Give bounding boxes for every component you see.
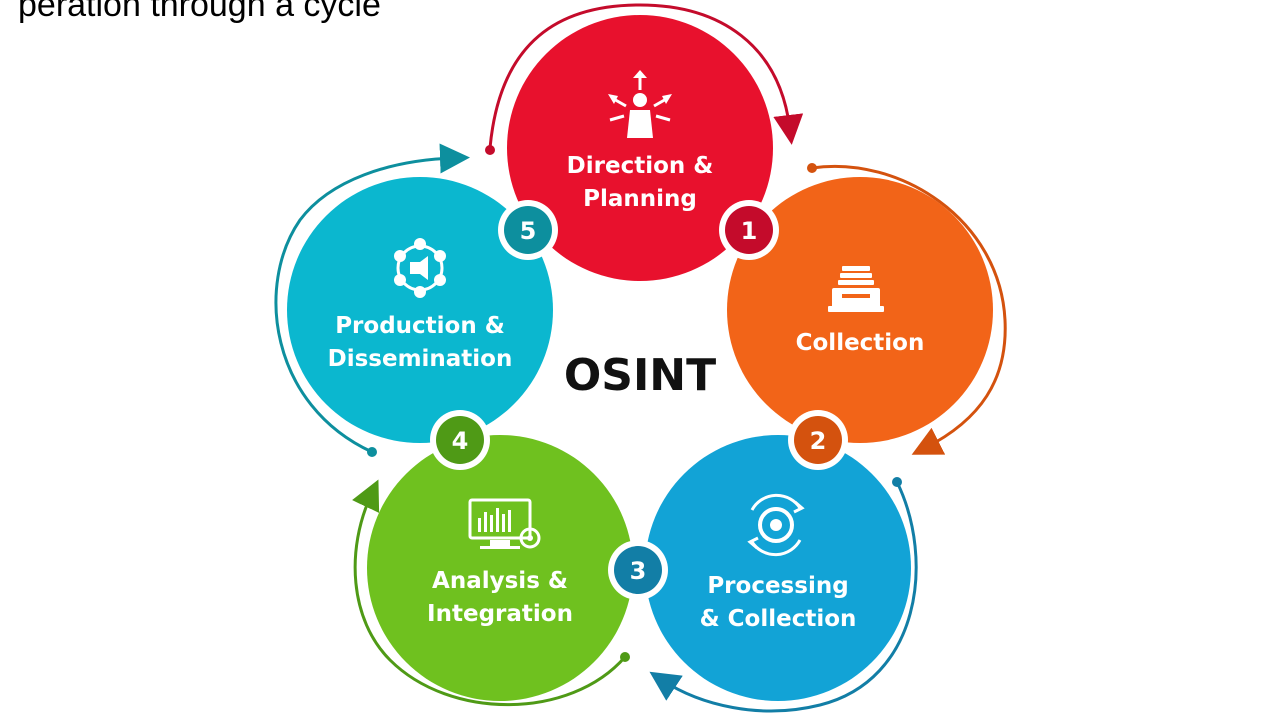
arc-direction-to-collection [488,3,804,149]
stage-label-5-line1: Production & [335,313,505,339]
stage-circle-1 [507,15,773,281]
badge-1 [725,206,773,254]
arc-analysis-to-production [352,479,627,707]
stage-label-1-line1: Direction & [566,153,714,179]
center-title: OSINT [563,350,717,401]
stage-circle-5 [287,177,553,443]
cycle-arrows [274,3,1007,713]
monitor-analytics-icon [468,498,541,549]
badge-number-3: 3 [630,557,647,585]
cropped-heading-text: peration through a cycle [18,0,381,24]
stage-label-3: Processing & Collection [658,570,898,636]
stage-label-1: Direction & Planning [520,150,760,216]
stage-label-5: Production & Dissemination [300,310,540,376]
arc-start-dot-1 [485,145,495,155]
badge-4 [436,416,484,464]
stage-label-4-line1: Analysis & [432,568,568,594]
stage-label-4-line2: Integration [427,601,573,627]
stage-label-3-line2: & Collection [699,606,857,632]
badge-number-4: 4 [452,427,469,455]
badge-number-1: 1 [741,217,758,245]
badge-5 [504,206,552,254]
badge-2 [794,416,842,464]
stage-label-3-line1: Processing [707,573,849,599]
badge-number-2: 2 [810,427,827,455]
stage-label-1-line2: Planning [583,186,697,212]
arc-production-to-direction [274,143,470,454]
archive-tray-icon [828,266,884,312]
arc-processing-to-analysis [649,481,918,713]
arc-collection-to-processing [811,164,1007,455]
gear-cycle-icon [747,493,805,557]
badges [430,200,848,600]
stage-label-5-line2: Dissemination [327,346,513,372]
stage-label-4: Analysis & Integration [380,565,620,631]
badge-number-5: 5 [520,217,537,245]
stage-label-2: Collection [740,327,980,360]
stage-circle-4 [367,435,633,701]
direction-arrows-icon [608,70,672,138]
network-broadcast-icon [394,238,446,298]
stage-label-2-line1: Collection [795,330,925,356]
badge-3 [614,546,662,594]
stage-circle-3 [645,435,911,701]
